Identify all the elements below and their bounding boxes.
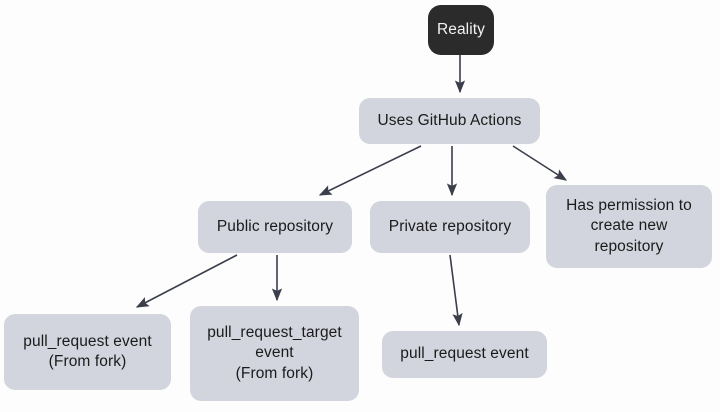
node-has-permission-label: Has permission to create new repository bbox=[566, 196, 692, 255]
edge-uses-actions-to-has-permission bbox=[512, 145, 568, 181]
node-uses-github-actions-label: Uses GitHub Actions bbox=[377, 111, 522, 129]
node-pull-request-target-event-from-fork-label: pull_request_target event (From fork) bbox=[207, 323, 342, 382]
node-has-permission-to-create-new-repository[interactable]: Has permission to create new repository bbox=[546, 185, 712, 268]
node-private-repository[interactable]: Private repository bbox=[370, 201, 530, 253]
node-public-repository-label: Public repository bbox=[216, 217, 334, 235]
node-uses-github-actions[interactable]: Uses GitHub Actions bbox=[359, 98, 540, 144]
node-public-repository[interactable]: Public repository bbox=[198, 201, 352, 253]
node-pull-request-event-private[interactable]: pull_request event bbox=[382, 331, 547, 378]
node-pull-request-event-from-fork-label: pull_request event (From fork) bbox=[23, 332, 152, 370]
node-private-repository-label: Private repository bbox=[388, 217, 512, 235]
node-pull-request-event-from-fork[interactable]: pull_request event (From fork) bbox=[4, 314, 171, 390]
node-reality[interactable]: Reality bbox=[428, 5, 494, 55]
node-pull-request-target-event-from-fork[interactable]: pull_request_target event (From fork) bbox=[190, 306, 359, 401]
node-pull-request-event-private-label: pull_request event bbox=[400, 345, 529, 363]
edge-public-repo-to-pr-event-fork bbox=[135, 254, 238, 308]
edge-uses-actions-to-public-repo bbox=[318, 145, 422, 196]
edge-private-repo-to-pr-event-private bbox=[449, 254, 463, 327]
node-reality-label: Reality bbox=[436, 20, 486, 38]
